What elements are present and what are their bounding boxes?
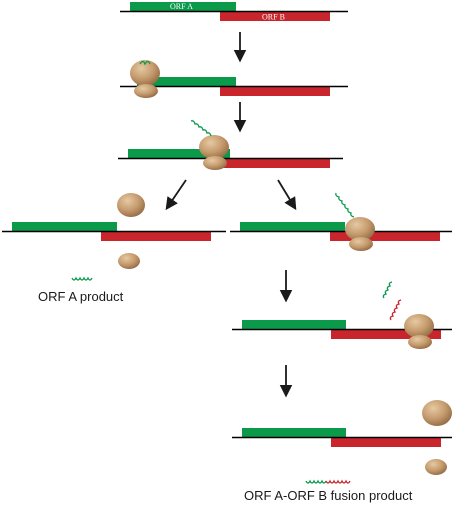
peptide-coil-icon xyxy=(305,479,327,484)
orf-a-bar xyxy=(12,222,117,231)
orf-a-bar xyxy=(128,149,230,158)
ribosome-icon xyxy=(118,253,140,269)
peptide-coil-icon xyxy=(190,120,212,137)
orf-a-label: ORF A xyxy=(170,2,193,11)
step-orf-b-elongation xyxy=(232,281,452,349)
orf-b-bar xyxy=(220,159,330,168)
ribosome-icon xyxy=(117,193,145,217)
orf-a-bar xyxy=(130,2,236,11)
orf-b-bar xyxy=(220,12,330,21)
ribosome-icon xyxy=(425,459,447,475)
peptide-coil-icon xyxy=(139,60,151,66)
peptide-coil-icon xyxy=(389,299,402,321)
branch-termination: ORF A product xyxy=(2,193,226,304)
orf-a-bar xyxy=(137,77,236,86)
orf-b-label: ORF B xyxy=(262,13,285,22)
orf-b-bar xyxy=(220,87,330,96)
orf-b-bar xyxy=(101,232,211,241)
peptide-coil-icon xyxy=(335,192,355,218)
ribosome-icon xyxy=(422,400,452,426)
peptide-coil-icon xyxy=(325,479,351,484)
peptide-coil-icon xyxy=(71,276,93,281)
orf-a-bar xyxy=(240,222,345,231)
orf-a-bar xyxy=(242,428,346,437)
orf-b-bar xyxy=(331,330,441,339)
fusion-product-label: ORF A-ORF B fusion product xyxy=(244,488,413,503)
arrow-down-icon xyxy=(277,179,297,211)
step-fusion-termination: ORF A-ORF B fusion product xyxy=(232,400,452,503)
orf-a-bar xyxy=(242,320,346,329)
step-2-initiation xyxy=(120,60,348,98)
arrow-down-icon xyxy=(165,179,187,211)
orf-b-bar xyxy=(331,438,441,447)
ribosome-icon xyxy=(130,60,160,98)
ribosome-icon xyxy=(199,135,229,170)
step-1-mrna: ORF A ORF B xyxy=(120,2,348,22)
orf-b-bar xyxy=(330,232,440,241)
peptide-coil-icon xyxy=(382,281,393,299)
ribosome-icon xyxy=(404,314,434,349)
orf-a-product-label: ORF A product xyxy=(38,289,124,304)
step-3-elongation xyxy=(118,120,343,170)
ribosome-icon xyxy=(345,217,375,251)
branch-frameshift xyxy=(230,192,452,251)
